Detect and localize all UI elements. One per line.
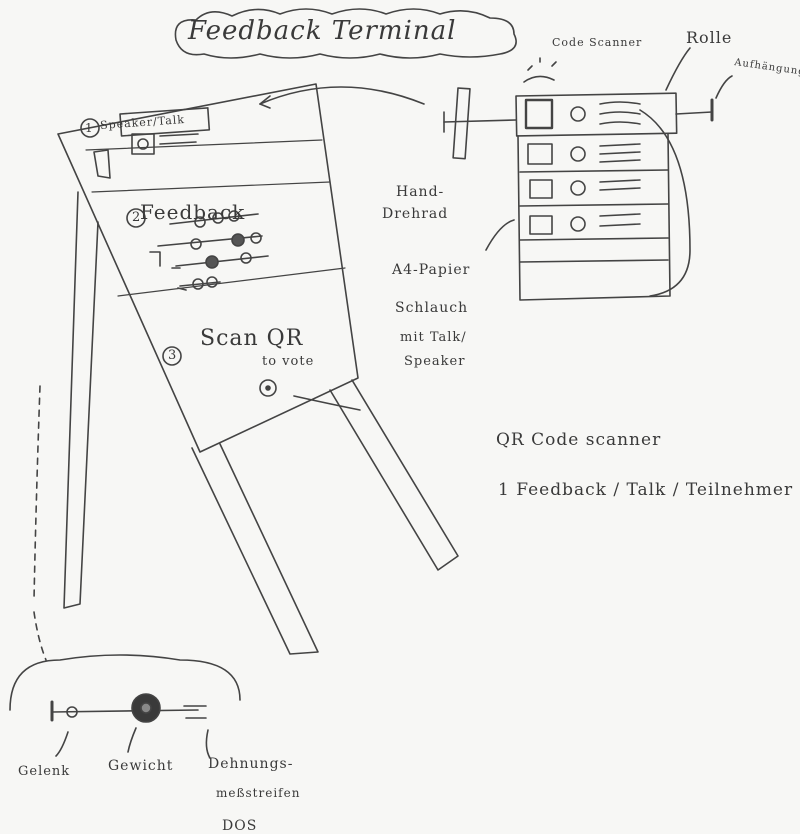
step2-number: 2 <box>132 210 142 225</box>
vote-circle <box>259 379 277 397</box>
step3-sub: to vote <box>262 354 315 369</box>
feedback-slider-4 <box>179 281 221 287</box>
note-qr-scanner: QR Code scanner <box>496 430 662 450</box>
step3-label: Scan QR <box>200 326 304 351</box>
paper-strip <box>517 133 671 301</box>
label-speaker: Speaker <box>404 354 466 369</box>
detail-bracket <box>9 654 241 711</box>
title-cloud <box>174 8 517 59</box>
terminal-leg-right <box>329 379 459 571</box>
roll-axle <box>443 119 517 123</box>
terminal-board <box>57 83 359 453</box>
label-a4-papier: A4-Papier <box>392 262 471 278</box>
step3-number: 3 <box>168 348 178 363</box>
label-gelenk: Gelenk <box>18 764 71 779</box>
label-dehnung-1: Dehnungs- <box>208 756 294 772</box>
label-schlauch: Schlauch <box>395 300 469 316</box>
feedback-slider-2 <box>157 235 263 247</box>
hand-crank <box>452 87 471 160</box>
step1-number: 1 <box>85 121 94 135</box>
terminal-leg-left <box>63 191 99 609</box>
label-drehrad: Drehrad <box>382 206 449 222</box>
feedback-slider-1 <box>169 213 259 225</box>
label-bottom: DOS <box>222 818 258 834</box>
terminal-leg-mid <box>191 443 319 655</box>
label-code-scanner: Code Scanner <box>552 36 643 49</box>
label-gewicht: Gewicht <box>108 758 174 774</box>
speaker-icon <box>137 138 149 150</box>
label-hand: Hand- <box>396 184 445 200</box>
page-title: Feedback Terminal <box>188 16 457 46</box>
label-rolle: Rolle <box>686 28 733 47</box>
speaker-box <box>119 107 211 137</box>
feedback-slider-3 <box>175 255 269 267</box>
label-dehnung-2: meßstreifen <box>216 786 301 800</box>
detail-bar <box>51 709 199 713</box>
qr-icon-small <box>93 149 111 179</box>
step2-label: Feedback <box>140 200 246 224</box>
speaker-icon-box <box>131 133 155 155</box>
note-one-feedback: 1 Feedback / Talk / Teilnehmer <box>498 480 794 500</box>
label-mit-talk: mit Talk/ <box>400 330 467 345</box>
